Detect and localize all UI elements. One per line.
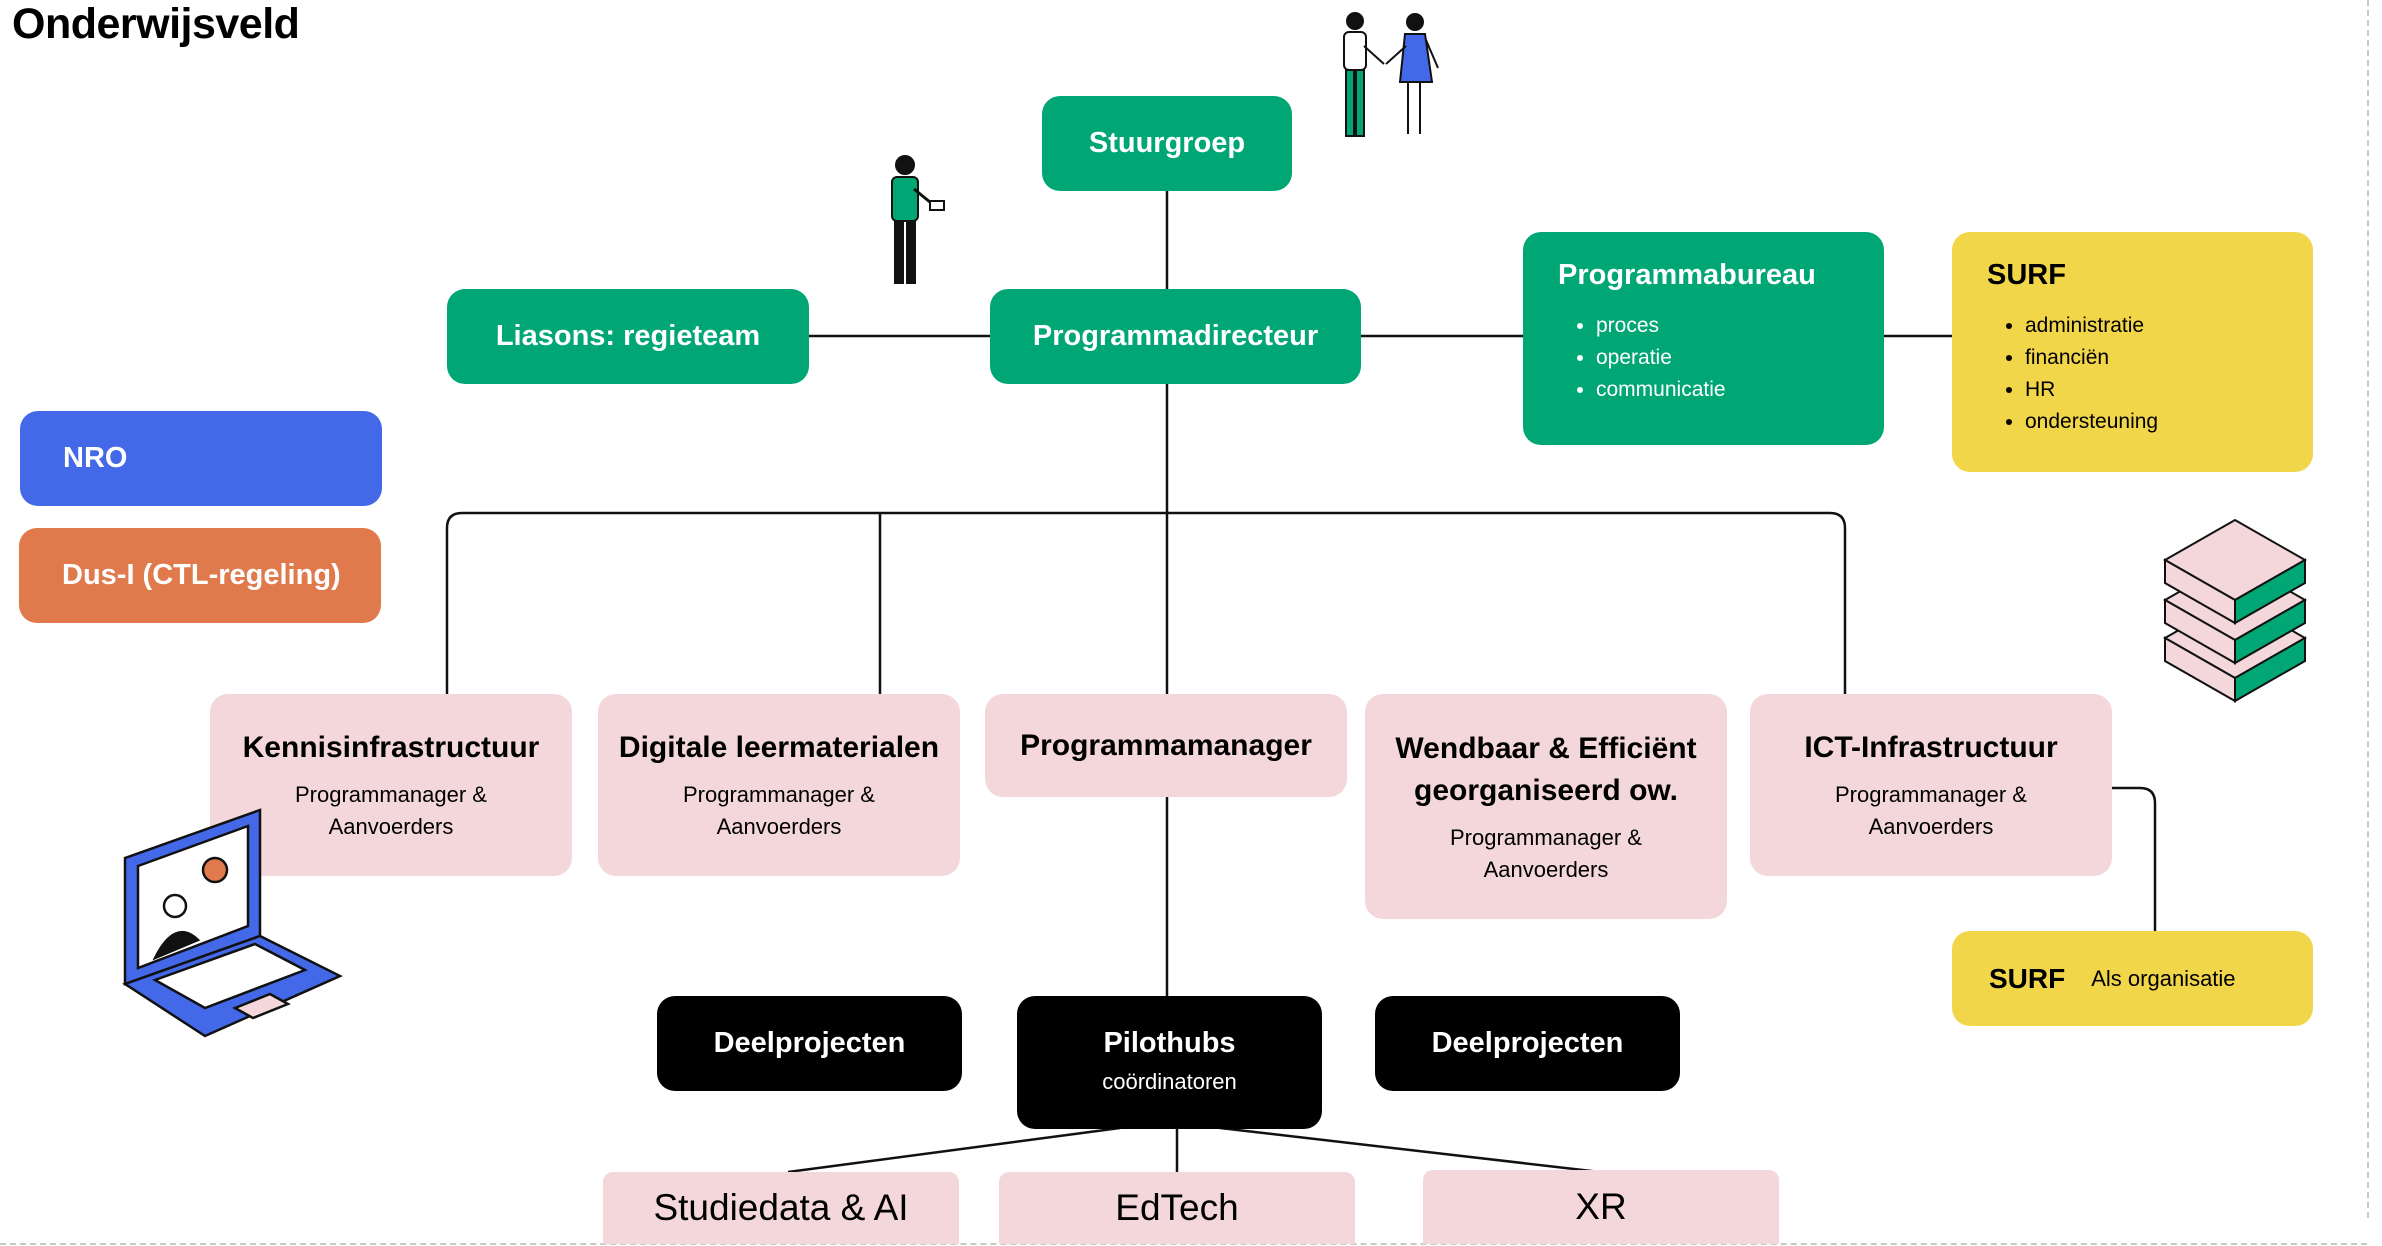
programmabureau-list: proces operatie communicatie — [1558, 310, 1726, 406]
stuurgroep-node: Stuurgroep — [1042, 96, 1292, 191]
dusi-label: Dus-I (CTL-regeling) — [62, 559, 341, 591]
list-item: ondersteuning — [2025, 406, 2158, 438]
program-ict-infrastructuur: ICT-Infrastructuur Programmanager & Aanv… — [1750, 694, 2112, 876]
deelprojecten-right-node: Deelprojecten — [1375, 996, 1680, 1091]
program-wendbaar-efficient: Wendbaar & Efficiënt georganiseerd ow. P… — [1365, 694, 1727, 919]
liasons-label: Liasons: regieteam — [495, 320, 761, 352]
pilothubs-node: Pilothubs coördinatoren — [1017, 996, 1322, 1129]
program-title: ICT-Infrastructuur — [1804, 731, 2058, 764]
program-title: Programmamanager — [1020, 728, 1312, 762]
programmadirecteur-node: Programmadirecteur — [990, 289, 1361, 384]
surf-org-subtitle: Als organisatie — [2091, 965, 2236, 991]
pilothubs-subtitle: coördinatoren — [1102, 1069, 1237, 1094]
surf-support-title: SURF — [1987, 259, 2066, 291]
nro-node: NRO — [20, 411, 382, 506]
program-subtitle: Programmanager & Aanvoerders — [1450, 824, 1642, 882]
program-subtitle: Programmanager & Aanvoerders — [295, 782, 487, 839]
programmabureau-title: Programmabureau — [1558, 259, 1816, 291]
deelprojecten-label: Deelprojecten — [1431, 1027, 1624, 1059]
stuurgroep-label: Stuurgroep — [1088, 127, 1246, 159]
theme-edtech: EdTech — [999, 1172, 1355, 1244]
surf-support-list: administratie financiën HR ondersteuning — [1987, 310, 2158, 438]
deelprojecten-label: Deelprojecten — [713, 1027, 906, 1059]
theme-xr: XR — [1423, 1170, 1779, 1244]
theme-studiedata-ai: Studiedata & AI — [603, 1172, 959, 1244]
list-item: proces — [1596, 310, 1726, 342]
surf-org-title: SURF — [1989, 962, 2066, 994]
laptop-video-call-icon — [122, 808, 343, 1038]
pilothubs-label: Pilothubs — [1103, 1027, 1236, 1059]
theme-label: XR — [1575, 1186, 1627, 1227]
person-presenting-icon — [891, 155, 945, 284]
people-handshake-icon — [1343, 12, 1439, 137]
program-title: Wendbaar & Efficiënt georganiseerd ow. — [1395, 731, 1697, 807]
frame-border-right — [2367, 0, 2369, 1218]
server-stack-icon — [2162, 518, 2308, 703]
deelprojecten-left-node: Deelprojecten — [657, 996, 962, 1091]
theme-label: EdTech — [1115, 1187, 1239, 1228]
nro-label: NRO — [63, 442, 128, 474]
list-item: HR — [2025, 374, 2158, 406]
programmadirecteur-label: Programmadirecteur — [1032, 320, 1319, 352]
surf-support-node: SURF administratie financiën HR onderste… — [1952, 232, 2313, 472]
dusi-node: Dus-I (CTL-regeling) — [19, 528, 381, 623]
list-item: communicatie — [1596, 374, 1726, 406]
theme-label: Studiedata & AI — [653, 1187, 909, 1228]
program-subtitle: Programmanager & Aanvoerders — [1835, 782, 2027, 839]
list-item: operatie — [1596, 342, 1726, 374]
program-title: Digitale leermaterialen — [618, 731, 940, 764]
frame-border-bottom — [0, 1243, 2367, 1245]
program-digitale-leermaterialen: Digitale leermaterialen Programmanager &… — [598, 694, 960, 876]
page-title: Onderwijsveld — [12, 0, 300, 48]
liasons-node: Liasons: regieteam — [447, 289, 809, 384]
programmabureau-node: Programmabureau proces operatie communic… — [1523, 232, 1884, 445]
surf-org-node: SURF Als organisatie — [1952, 931, 2313, 1026]
program-title: Kennisinfrastructuur — [242, 731, 540, 764]
program-subtitle: Programmanager & Aanvoerders — [683, 782, 875, 839]
program-programmamanager: Programmamanager — [985, 694, 1347, 797]
list-item: administratie — [2025, 310, 2158, 342]
list-item: financiën — [2025, 342, 2158, 374]
program-kennisinfrastructuur: Kennisinfrastructuur Programmanager & Aa… — [210, 694, 572, 876]
